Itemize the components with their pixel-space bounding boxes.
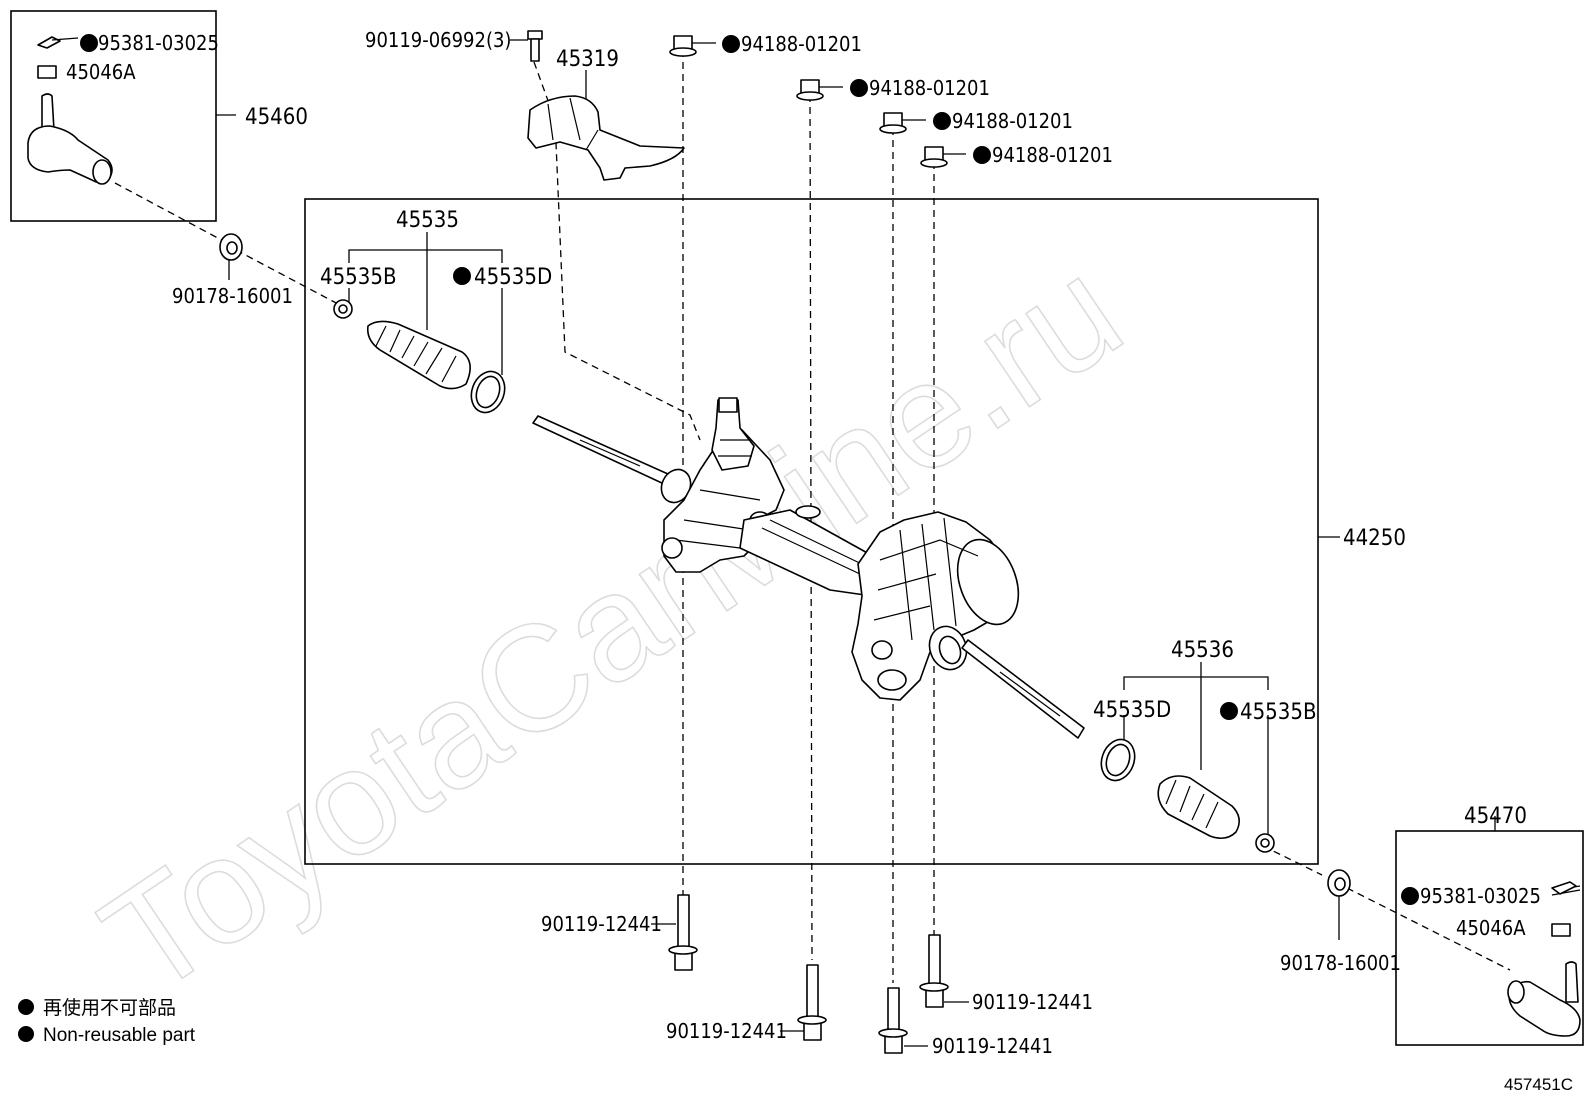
tie-rod-end-lh-box [10, 10, 217, 222]
label-protector: 45319 [556, 47, 619, 72]
label-cotter-pin-lh: 95381-03025 [98, 31, 219, 55]
long-bolts-drawing [668, 894, 949, 1054]
boot-lh-drawing [333, 299, 506, 414]
label-nut-rh: 45046A [1456, 916, 1526, 940]
label-nut-1: 94188-01201 [741, 32, 862, 56]
boot-rh-drawing [1100, 738, 1275, 853]
label-bolt-1: 90119-12441 [541, 912, 662, 936]
label-tie-rod-end-lh: 45460 [245, 105, 308, 130]
label-cotter-pin-rh: 95381-03025 [1420, 884, 1541, 908]
legend: 再使用不可部品 Non-reusable part [43, 997, 196, 1046]
tie-rod-end-lh-drawing [27, 36, 113, 185]
protector-drawing [527, 95, 685, 181]
flange-nuts-drawing [669, 35, 948, 168]
label-nut-lh: 45046A [66, 60, 136, 84]
non-reusable-markers [18, 34, 1419, 1042]
lock-nut-lh-drawing [219, 233, 243, 261]
label-bolt-bracket: 90119-06992(3) [365, 28, 511, 52]
label-lock-nut-lh: 90178-16001 [172, 284, 293, 308]
legend-english: Non-reusable part [43, 1025, 196, 1046]
tie-rod-end-rh-drawing [1507, 881, 1581, 1037]
watermark: ToyotaCarMine.ru [74, 225, 1149, 1026]
label-clamp-rh: 45535D [1093, 698, 1171, 723]
label-clamp-lh: 45535D [474, 265, 552, 290]
tie-rod-end-rh-box [1395, 830, 1584, 1046]
bolt-small-drawing [527, 30, 543, 62]
steering-gear-drawing [532, 397, 1085, 739]
label-lock-nut-rh: 90178-16001 [1280, 951, 1401, 975]
lock-nut-rh-drawing [1327, 869, 1351, 897]
label-gear-assy: 44250 [1343, 526, 1406, 551]
label-clip-rh: 45535B [1240, 700, 1317, 725]
label-nut-2: 94188-01201 [869, 76, 990, 100]
label-nut-4: 94188-01201 [992, 143, 1113, 167]
part-labels: 95381-03025 45046A 45460 90178-16001 901… [66, 28, 1541, 1058]
label-boot-kit-rh: 45536 [1171, 638, 1234, 663]
label-bolt-2: 90119-12441 [666, 1019, 787, 1043]
catalog-code: 457451C [1504, 1075, 1573, 1094]
label-clip-lh: 45535B [320, 265, 397, 290]
label-tie-rod-end-rh: 45470 [1464, 804, 1527, 829]
label-nut-3: 94188-01201 [952, 109, 1073, 133]
label-boot-kit-lh: 45535 [396, 208, 459, 233]
label-bolt-3: 90119-12441 [972, 990, 1093, 1014]
legend-japanese: 再使用不可部品 [43, 997, 176, 1019]
label-bolt-4: 90119-12441 [932, 1034, 1053, 1058]
